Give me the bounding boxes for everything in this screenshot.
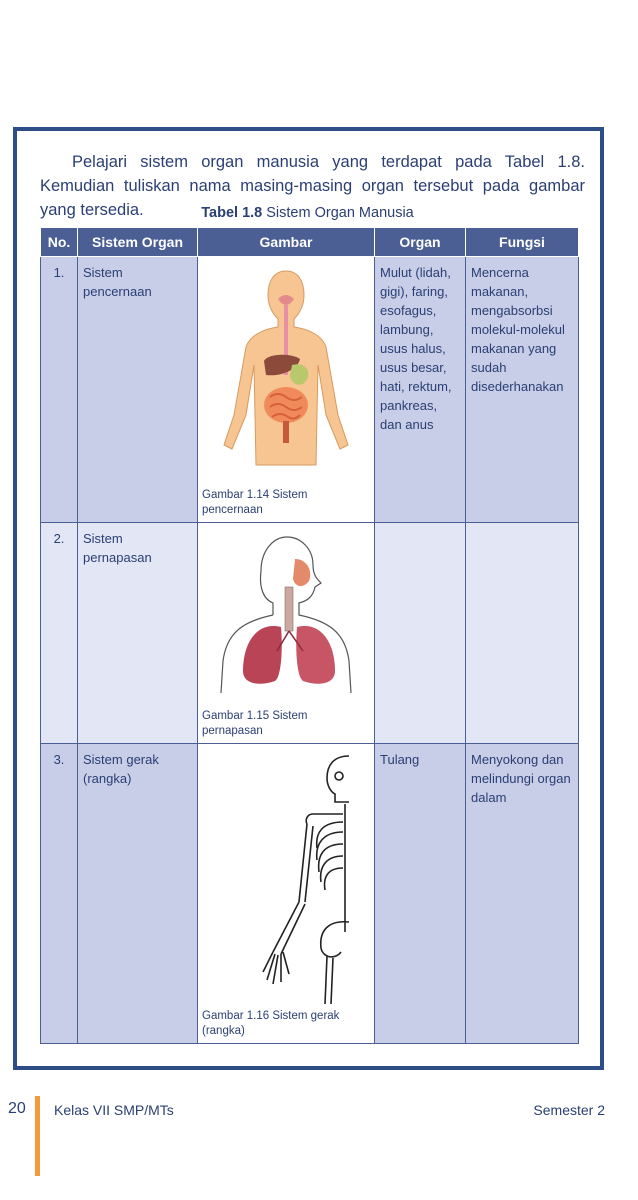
respiratory-system-illustration [217, 531, 355, 693]
table-header-row: No. Sistem Organ Gambar Organ Fungsi [40, 227, 579, 257]
instruction-text: Pelajari sistem organ manusia yang terda… [40, 153, 585, 219]
table-caption-label: Tabel 1.8 [201, 205, 263, 221]
digestive-system-illustration [216, 265, 356, 468]
row-system: Sistem gerak (rangka) [77, 743, 198, 1044]
page-number: 20 [8, 1100, 26, 1117]
row-function: Mencerna makanan, mengabsorbsi molekul-m… [465, 256, 579, 523]
row-system: Sistem pencernaan [77, 256, 198, 523]
header-organ: Organ [374, 227, 466, 257]
row-number: 3. [40, 743, 78, 1044]
table-row: 3. Sistem gerak (rangka) [40, 743, 579, 1044]
table-caption-title: Sistem Organ Manusia [266, 205, 414, 221]
row-organ: Mulut (lidah, gigi), faring, esofagus, l… [374, 256, 466, 523]
header-gambar: Gambar [197, 227, 375, 257]
content-frame [13, 127, 604, 1070]
row-organ: Tulang [374, 743, 466, 1044]
footer-accent-bar [35, 1096, 40, 1176]
figure-caption: Gambar 1.15 Sistem pernapasan [202, 710, 308, 737]
row-number: 2. [40, 522, 78, 744]
header-sistem-organ: Sistem Organ [77, 227, 198, 257]
row-number: 1. [40, 256, 78, 523]
footer-book-title: Kelas VII SMP/MTs [54, 1102, 174, 1118]
row-figure-cell: Gambar 1.15 Sistem pernapasan [197, 522, 375, 744]
figure-caption: Gambar 1.16 Sistem gerak (rangka) [202, 1010, 340, 1037]
row-figure-cell: Gambar 1.16 Sistem gerak (rangka) [197, 743, 375, 1044]
figure-caption: Gambar 1.14 Sistem pencernaan [202, 489, 308, 516]
skeleton-illustration [223, 752, 349, 1004]
table-row: 1. Sistem pencernaan [40, 256, 579, 523]
table-row: 2. Sistem pernapasan Gambar 1 [40, 522, 579, 744]
footer-semester: Semester 2 [533, 1102, 605, 1118]
header-no: No. [40, 227, 78, 257]
header-fungsi: Fungsi [465, 227, 579, 257]
row-figure-cell: Gambar 1.14 Sistem pencernaan [197, 256, 375, 523]
organ-system-table: No. Sistem Organ Gambar Organ Fungsi 1. … [40, 227, 579, 1044]
row-system: Sistem pernapasan [77, 522, 198, 744]
row-organ [374, 522, 466, 744]
row-function: Menyokong dan melindungi organ dalam [465, 743, 579, 1044]
table-caption: Tabel 1.8 Sistem Organ Manusia [0, 205, 615, 221]
row-function [465, 522, 579, 744]
